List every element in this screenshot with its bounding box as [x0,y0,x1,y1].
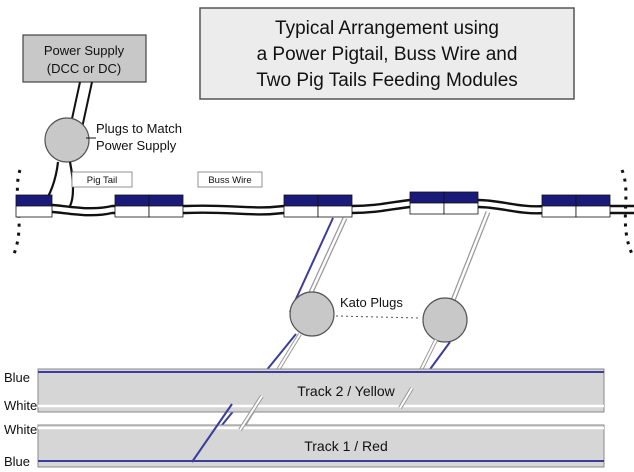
track-2-label: Track 2 / Yellow [297,383,395,399]
kato-plug-left [289,291,335,337]
power-supply-line-1: Power Supply [44,43,125,58]
power-wire-b [81,81,93,129]
kato-label: Kato Plugs [340,295,403,310]
rail-label-white-top: White [4,398,37,413]
pigtail-label-box [71,171,133,188]
kato-right-lead-blue [427,341,451,373]
power-supply-box [22,34,147,83]
connector-module-4 [541,194,611,218]
connector-module-1 [114,194,184,218]
connector-left-end [15,194,53,218]
pigtail-wire-b [68,161,75,207]
title-box [199,7,575,100]
pigtail-label: Pig Tail [87,175,117,186]
title-line-3: Two Pig Tails Feeding Modules [256,70,518,91]
buss-label: Buss Wire [208,175,251,186]
power-plug [44,117,90,163]
track2-feeder-white [399,387,413,409]
connector-module-3 [409,191,479,215]
kato-plug-right [422,297,468,343]
track1-feeder-blue [191,403,233,463]
title-line-1: Typical Arrangement using [275,18,499,39]
track2-blue-lead [289,217,334,313]
plugs-label-line-1: Plugs to Match [96,121,182,136]
track-1-label: Track 1 / Red [304,438,388,454]
rail-label-white-bottom: White [4,422,37,437]
kato-pointer [335,315,421,319]
rail-label-blue-bottom: Blue [4,454,30,469]
buss-label-box [197,171,263,188]
title-line-2: a Power Pigtail, Buss Wire and [257,44,518,65]
plugs-label-line-2: Power Supply [96,138,177,153]
power-supply-line-2: (DCC or DC) [47,61,121,76]
rail-label-blue-top: Blue [4,370,30,385]
track1-feeder-white [239,395,263,431]
connector-module-2 [283,194,353,218]
